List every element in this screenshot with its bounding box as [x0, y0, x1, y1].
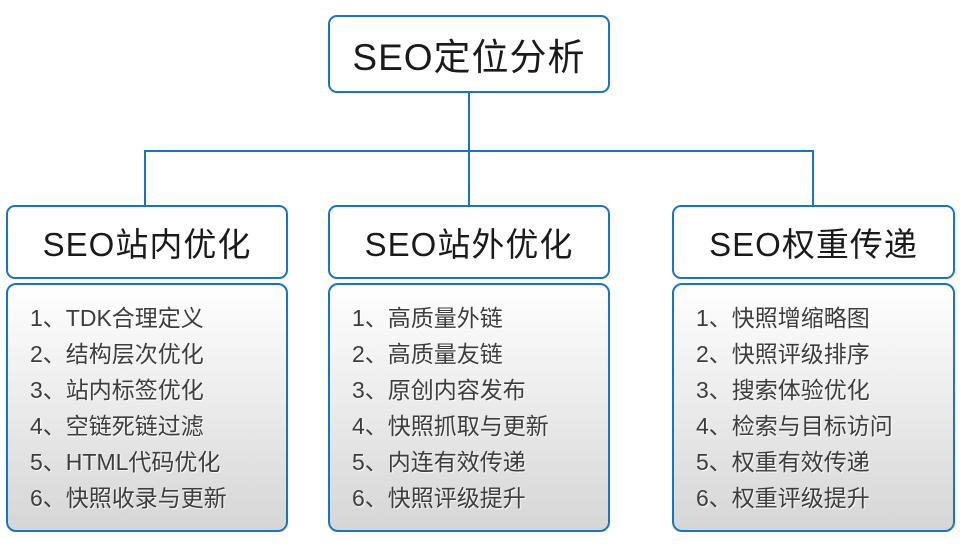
onsite-list: 1、TDK合理定义 2、结构层次优化 3、站内标签优化 4、空链死链过滤 5、H… — [30, 300, 278, 516]
branch-node-offsite: SEO站外优化 — [328, 205, 610, 279]
list-item: 4、快照抓取与更新 — [352, 413, 549, 439]
list-item: 1、TDK合理定义 — [30, 305, 204, 331]
weight-list-panel: 1、快照增缩略图 2、快照评级排序 3、搜索体验优化 4、检索与目标访问 5、权… — [672, 283, 955, 532]
list-item: 5、内连有效传递 — [352, 449, 526, 475]
list-item: 2、快照评级排序 — [696, 341, 870, 367]
list-item: 3、搜索体验优化 — [696, 377, 870, 403]
connector-crossbar-line — [144, 150, 814, 152]
list-item: 5、权重有效传递 — [696, 449, 870, 475]
list-item: 5、HTML代码优化 — [30, 449, 221, 475]
connector-trunk-line — [468, 93, 470, 150]
offsite-list-panel: 1、高质量外链 2、高质量友链 3、原创内容发布 4、快照抓取与更新 5、内连有… — [328, 283, 610, 532]
list-item: 6、权重评级提升 — [696, 485, 870, 511]
connector-drop-right-line — [812, 150, 814, 205]
root-node: SEO定位分析 — [328, 15, 610, 93]
list-item: 6、快照收录与更新 — [30, 485, 227, 511]
list-item: 6、快照评级提升 — [352, 485, 526, 511]
branch-node-offsite-label: SEO站外优化 — [364, 226, 574, 263]
weight-list: 1、快照增缩略图 2、快照评级排序 3、搜索体验优化 4、检索与目标访问 5、权… — [696, 300, 945, 516]
list-item: 2、结构层次优化 — [30, 341, 204, 367]
branch-node-onsite: SEO站内优化 — [6, 205, 288, 279]
onsite-list-panel: 1、TDK合理定义 2、结构层次优化 3、站内标签优化 4、空链死链过滤 5、H… — [6, 283, 288, 532]
branch-node-weight: SEO权重传递 — [672, 205, 955, 279]
branch-node-onsite-label: SEO站内优化 — [42, 226, 252, 263]
list-item: 1、高质量外链 — [352, 305, 503, 331]
list-item: 3、原创内容发布 — [352, 377, 526, 403]
branch-node-weight-label: SEO权重传递 — [709, 226, 918, 263]
connector-drop-middle-line — [468, 150, 470, 205]
connector-drop-left-line — [144, 150, 146, 205]
list-item: 3、站内标签优化 — [30, 377, 204, 403]
list-item: 1、快照增缩略图 — [696, 305, 870, 331]
list-item: 4、空链死链过滤 — [30, 413, 204, 439]
offsite-list: 1、高质量外链 2、高质量友链 3、原创内容发布 4、快照抓取与更新 5、内连有… — [352, 300, 600, 516]
list-item: 2、高质量友链 — [352, 341, 503, 367]
list-item: 4、检索与目标访问 — [696, 413, 893, 439]
root-node-label: SEO定位分析 — [352, 37, 586, 78]
